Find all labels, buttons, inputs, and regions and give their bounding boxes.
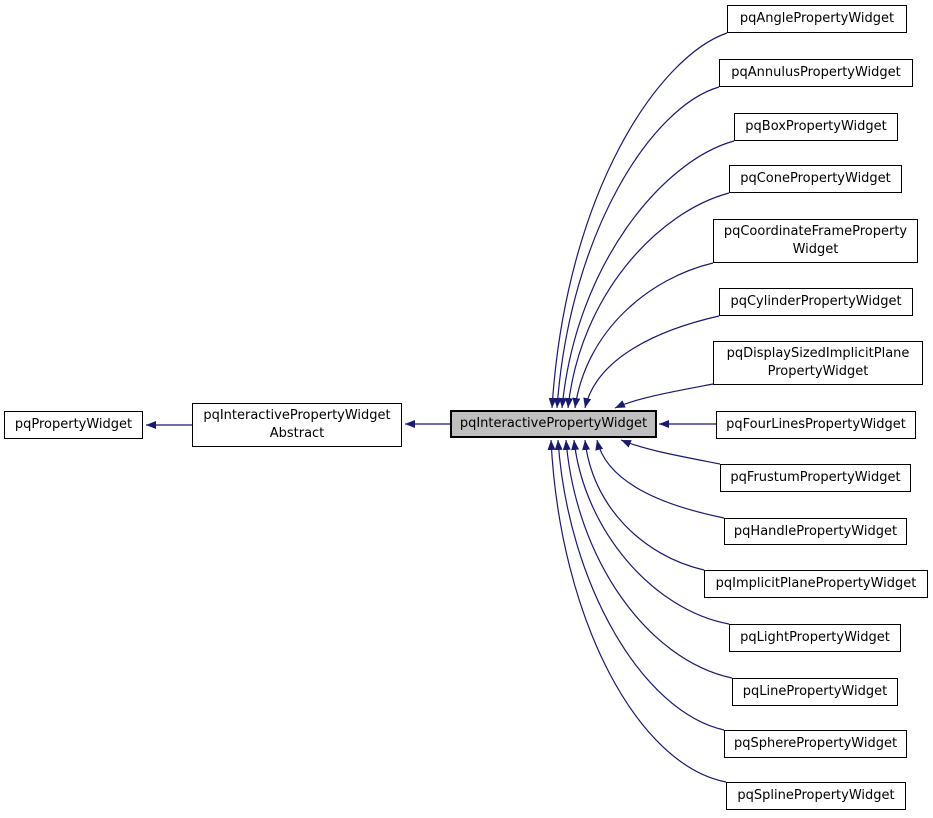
node-pq-four-lines-property-widget[interactable]: pqFourLinesPropertyWidget (716, 411, 916, 439)
node-pq-angle-property-widget[interactable]: pqAnglePropertyWidget (727, 5, 907, 33)
node-label: pqFrustumPropertyWidget (730, 470, 901, 485)
node-label: pqBoxPropertyWidget (745, 119, 887, 134)
node-pq-box-property-widget[interactable]: pqBoxPropertyWidget (734, 113, 898, 141)
edge-pq-handle-property-widget (595, 439, 725, 519)
node-label: pqInteractivePropertyWidget (459, 416, 648, 431)
node-pq-property-widget[interactable]: pqPropertyWidget (4, 411, 143, 439)
node-label: pqLightPropertyWidget (740, 630, 890, 645)
node-label: pqAnnulusPropertyWidget (731, 65, 901, 80)
node-pq-spline-property-widget[interactable]: pqSplinePropertyWidget (726, 782, 906, 810)
node-pq-frustum-property-widget[interactable]: pqFrustumPropertyWidget (720, 464, 911, 492)
node-label-line2: PropertyWidget (767, 364, 869, 379)
node-label-line1: pqCoordinateFrameProperty (723, 224, 908, 239)
node-label-line1: pqInteractivePropertyWidget (203, 408, 391, 423)
edge-pq-box-property-widget (558, 140, 735, 409)
node-pq-sphere-property-widget[interactable]: pqSpherePropertyWidget (724, 730, 907, 758)
edge-pq-line-property-widget (562, 439, 733, 679)
edge-pq-annulus-property-widget (553, 86, 720, 409)
node-label: pqCylinderPropertyWidget (730, 294, 902, 309)
edge-pq-coordinate-frame-property-widget (572, 262, 714, 409)
node-label: pqSplinePropertyWidget (737, 788, 895, 803)
node-pq-line-property-widget[interactable]: pqLinePropertyWidget (732, 678, 898, 706)
edge-pq-cylinder-property-widget (583, 315, 720, 409)
edge-pq-cone-property-widget (565, 192, 730, 409)
node-pq-display-sized-implicit-plane-property-widget[interactable]: pqDisplaySizedImplicitPlane PropertyWidg… (713, 341, 923, 385)
edge-pq-frustum-property-widget (620, 439, 721, 465)
node-pq-handle-property-widget[interactable]: pqHandlePropertyWidget (724, 518, 907, 545)
node-label: pqFourLinesPropertyWidget (726, 417, 906, 432)
node-label: pqLinePropertyWidget (742, 684, 888, 699)
node-label: pqImplicitPlanePropertyWidget (715, 576, 917, 591)
edge-pq-light-property-widget (571, 439, 730, 625)
node-pq-cylinder-property-widget[interactable]: pqCylinderPropertyWidget (719, 288, 913, 316)
edge-pq-display-sized-implicit-plane-property-widget (614, 383, 714, 409)
edge-pq-spline-property-widget (547, 439, 727, 783)
node-label: pqSpherePropertyWidget (733, 736, 898, 751)
node-pq-implicit-plane-property-widget[interactable]: pqImplicitPlanePropertyWidget (704, 570, 928, 598)
node-pq-coordinate-frame-property-widget[interactable]: pqCoordinateFrameProperty Widget (713, 219, 918, 263)
edge-pq-angle-property-widget (548, 32, 728, 409)
edge-pq-implicit-plane-property-widget (582, 439, 705, 571)
node-label-line1: pqDisplaySizedImplicitPlane (726, 346, 910, 361)
node-pq-light-property-widget[interactable]: pqLightPropertyWidget (729, 624, 901, 652)
node-label: pqHandlePropertyWidget (733, 523, 898, 539)
node-label-line2: Abstract (269, 426, 325, 441)
node-label: pqPropertyWidget (14, 417, 133, 432)
node-pq-annulus-property-widget[interactable]: pqAnnulusPropertyWidget (719, 59, 913, 87)
node-label: pqAnglePropertyWidget (739, 11, 895, 26)
node-label-line2: Widget (792, 242, 839, 257)
node-label: pqConePropertyWidget (740, 171, 891, 186)
node-pq-interactive-property-widget-current: pqInteractivePropertyWidget (450, 410, 657, 438)
node-pq-cone-property-widget[interactable]: pqConePropertyWidget (729, 165, 902, 193)
edge-pq-sphere-property-widget (554, 439, 725, 731)
node-pq-interactive-property-widget-abstract[interactable]: pqInteractivePropertyWidget Abstract (192, 403, 402, 447)
